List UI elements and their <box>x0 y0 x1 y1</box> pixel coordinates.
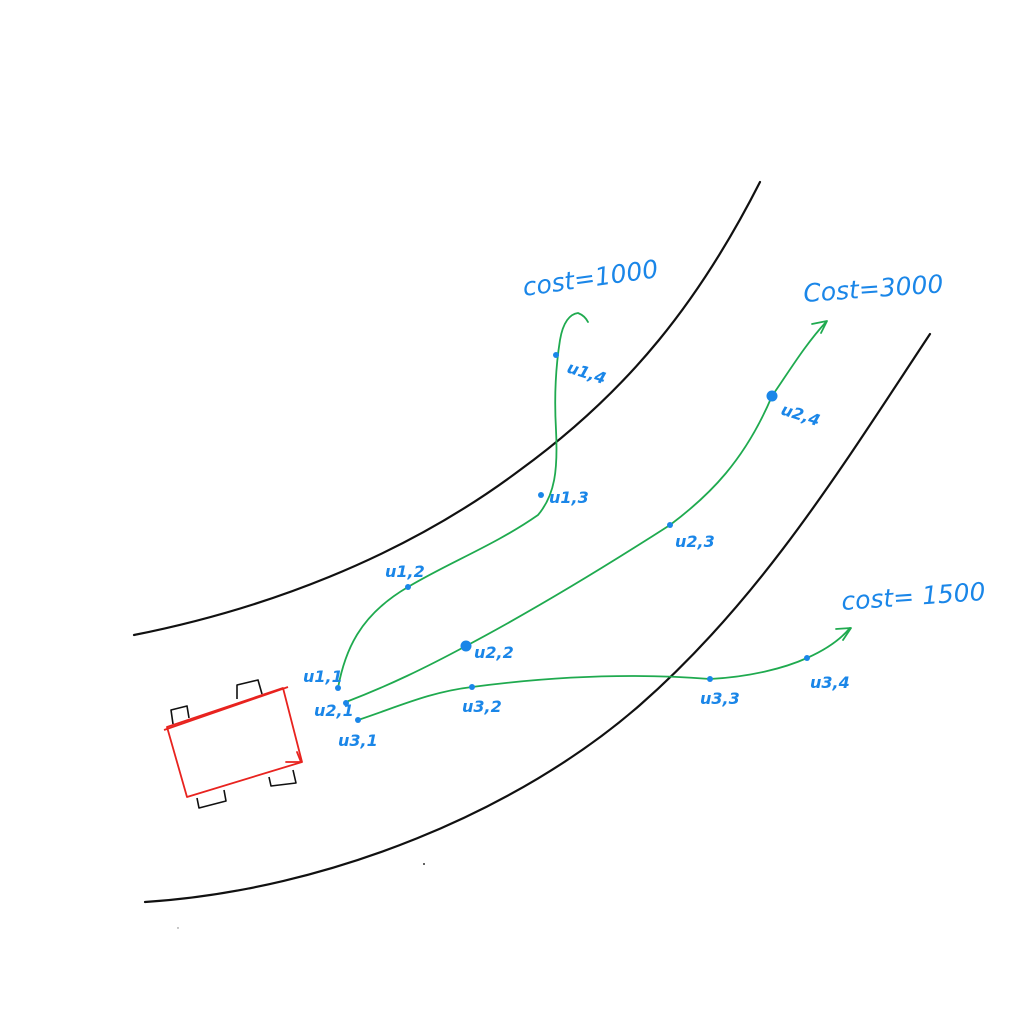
waypoint-u11 <box>335 685 341 691</box>
cost-label-trajectory-3: cost= 1500 <box>840 577 986 616</box>
waypoint-u22 <box>460 640 472 652</box>
wheel-rear-right <box>268 769 297 787</box>
point-label-u33: u3,3 <box>700 689 740 708</box>
point-label-u34: u3,4 <box>810 673 850 692</box>
waypoint-u12 <box>405 584 411 590</box>
point-label-u21: u2,1 <box>314 701 354 720</box>
car-body <box>166 687 303 798</box>
trajectory-1 <box>337 312 589 689</box>
car-heading-arrow <box>285 751 302 763</box>
road-right-edge <box>143 332 932 904</box>
waypoint-u34 <box>804 655 810 661</box>
trajectory-3 <box>357 627 851 721</box>
point-label-u22: u2,2 <box>474 643 514 662</box>
waypoint-u24 <box>766 390 778 402</box>
waypoints <box>335 352 810 723</box>
cost-label-trajectory-1: cost=1000 <box>521 254 660 302</box>
waypoint-u14 <box>553 352 559 358</box>
point-label-u14: u1,4 <box>565 358 609 388</box>
car <box>163 679 303 809</box>
waypoint-u13 <box>538 492 544 498</box>
point-label-u23: u2,3 <box>675 532 715 551</box>
speck-dot <box>423 863 425 865</box>
car-roof-line <box>163 686 289 731</box>
wheel-front-right <box>236 679 263 699</box>
point-label-u12: u1,2 <box>385 562 425 581</box>
waypoint-u21 <box>343 700 349 706</box>
point-label-u32: u3,2 <box>462 697 502 716</box>
wheel-rear-left <box>196 789 227 809</box>
waypoint-u23 <box>667 522 673 528</box>
waypoint-u33 <box>707 676 713 682</box>
wheel-front-left <box>170 705 190 725</box>
speck-dot-small <box>177 927 179 929</box>
trajectory-3-arrowhead <box>835 627 852 641</box>
cost-label-trajectory-2: Cost=3000 <box>802 269 944 308</box>
road-left-edge <box>132 180 762 637</box>
point-label-u31: u3,1 <box>338 731 378 750</box>
trajectory-2-arrowhead <box>811 320 828 334</box>
waypoint-u31 <box>355 717 361 723</box>
point-label-u24: u2,4 <box>779 400 823 430</box>
point-label-u11: u1,1 <box>303 667 343 686</box>
waypoint-u32 <box>469 684 475 690</box>
point-label-u13: u1,3 <box>549 488 589 507</box>
trajectory-2 <box>345 321 827 703</box>
